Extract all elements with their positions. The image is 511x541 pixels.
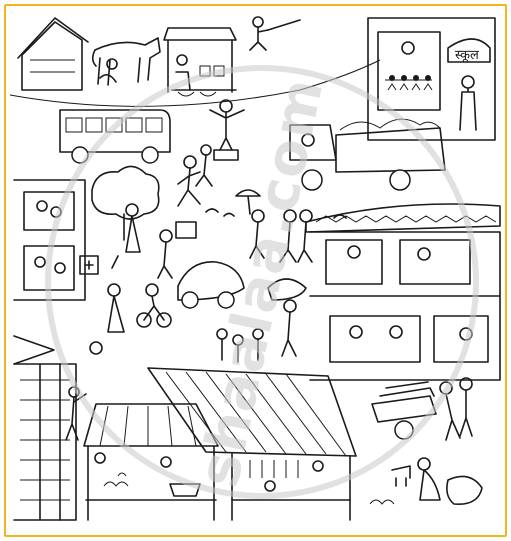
watermark: shaalaa.com: [45, 65, 479, 499]
hut-top-left: [17, 17, 89, 91]
bus: [59, 109, 171, 164]
running-children: [177, 144, 213, 207]
truck: [289, 118, 446, 191]
small-car: [177, 261, 245, 309]
house-left-balconies: [13, 179, 99, 301]
woman-sweeping: [111, 203, 141, 269]
school-sign-label: स्कूल: [455, 48, 479, 63]
building-under-construction: [13, 335, 87, 521]
child-on-bicycle: [136, 283, 172, 328]
person-with-umbrella: [235, 189, 265, 259]
two-walking-people: [279, 209, 313, 263]
watermark-text: shaalaa.com: [186, 71, 336, 492]
woman-with-pot: [89, 283, 125, 355]
cow-with-milkman: [91, 37, 161, 86]
tree: [91, 165, 160, 241]
family-group: [216, 328, 264, 363]
woman-and-dog: [369, 457, 483, 505]
school-building: स्कूल: [367, 17, 496, 141]
child-with-kite: [249, 16, 301, 51]
porter-with-sack: [267, 278, 307, 357]
handcart-with-bales: [371, 377, 473, 441]
traffic-policeman: [209, 99, 245, 161]
overhead-wire: [9, 59, 381, 107]
man-with-cart: [157, 221, 197, 279]
pigeons: [205, 208, 347, 219]
